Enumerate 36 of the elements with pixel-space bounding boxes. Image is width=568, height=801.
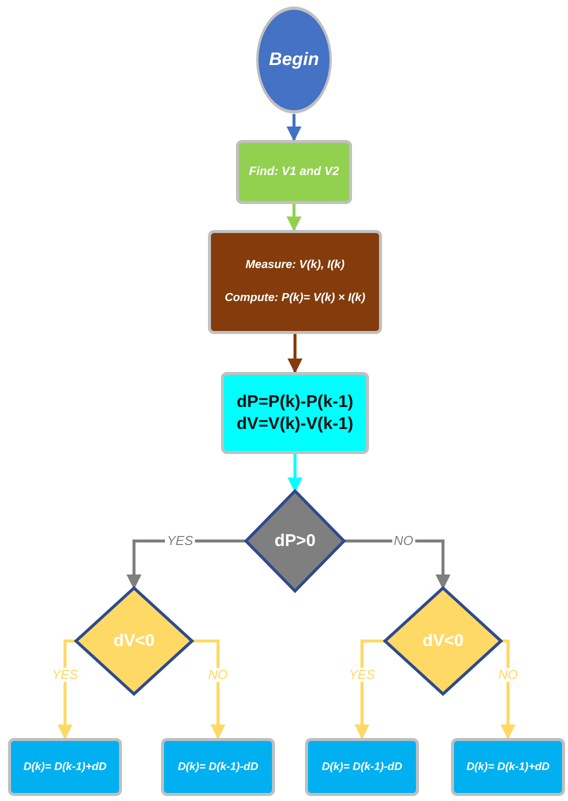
arrow [286, 204, 302, 232]
arrow [344, 540, 450, 590]
process-box [8, 738, 122, 796]
arrow [286, 114, 302, 142]
decision-diamond [76, 588, 192, 694]
node-text: dP>0 [274, 530, 316, 552]
arrow [500, 640, 516, 740]
edge-label: NO [206, 668, 230, 682]
process-box [451, 738, 565, 796]
node-text: Find: V1 and V2 [248, 164, 339, 180]
arrow [192, 640, 226, 740]
process-box [305, 738, 419, 796]
node-text: D(k)= D(k-1)-dD [178, 760, 258, 774]
process-box [236, 140, 352, 204]
arrow [288, 454, 302, 492]
decision-diamond [246, 491, 344, 591]
node-text: dV<0 [113, 630, 155, 652]
arrow [288, 334, 302, 374]
edge-label: YES [50, 668, 80, 682]
node-text: Measure: V(k), I(k) [245, 258, 345, 273]
node-text: D(k)= D(k-1)+dD [466, 760, 550, 774]
node-text: D(k)= D(k-1)-dD [322, 760, 402, 774]
node-text: dP=P(k)-P(k-1) dV=V(k)-V(k-1) [236, 390, 354, 435]
arrow [354, 640, 385, 740]
node-text: Compute: P(k)= V(k) × I(k) [224, 291, 366, 306]
process-box [221, 372, 369, 454]
edge-label: NO [392, 534, 416, 548]
node-text: Begin [268, 48, 319, 72]
start-ellipse [255, 6, 333, 114]
node-text: dV<0 [422, 630, 464, 652]
edge-label: YES [165, 534, 195, 548]
arrow [58, 640, 76, 740]
edge-label: YES [347, 668, 377, 682]
node-text: D(k)= D(k-1)+dD [23, 760, 107, 774]
process-box [161, 738, 275, 796]
process-box [208, 230, 382, 334]
